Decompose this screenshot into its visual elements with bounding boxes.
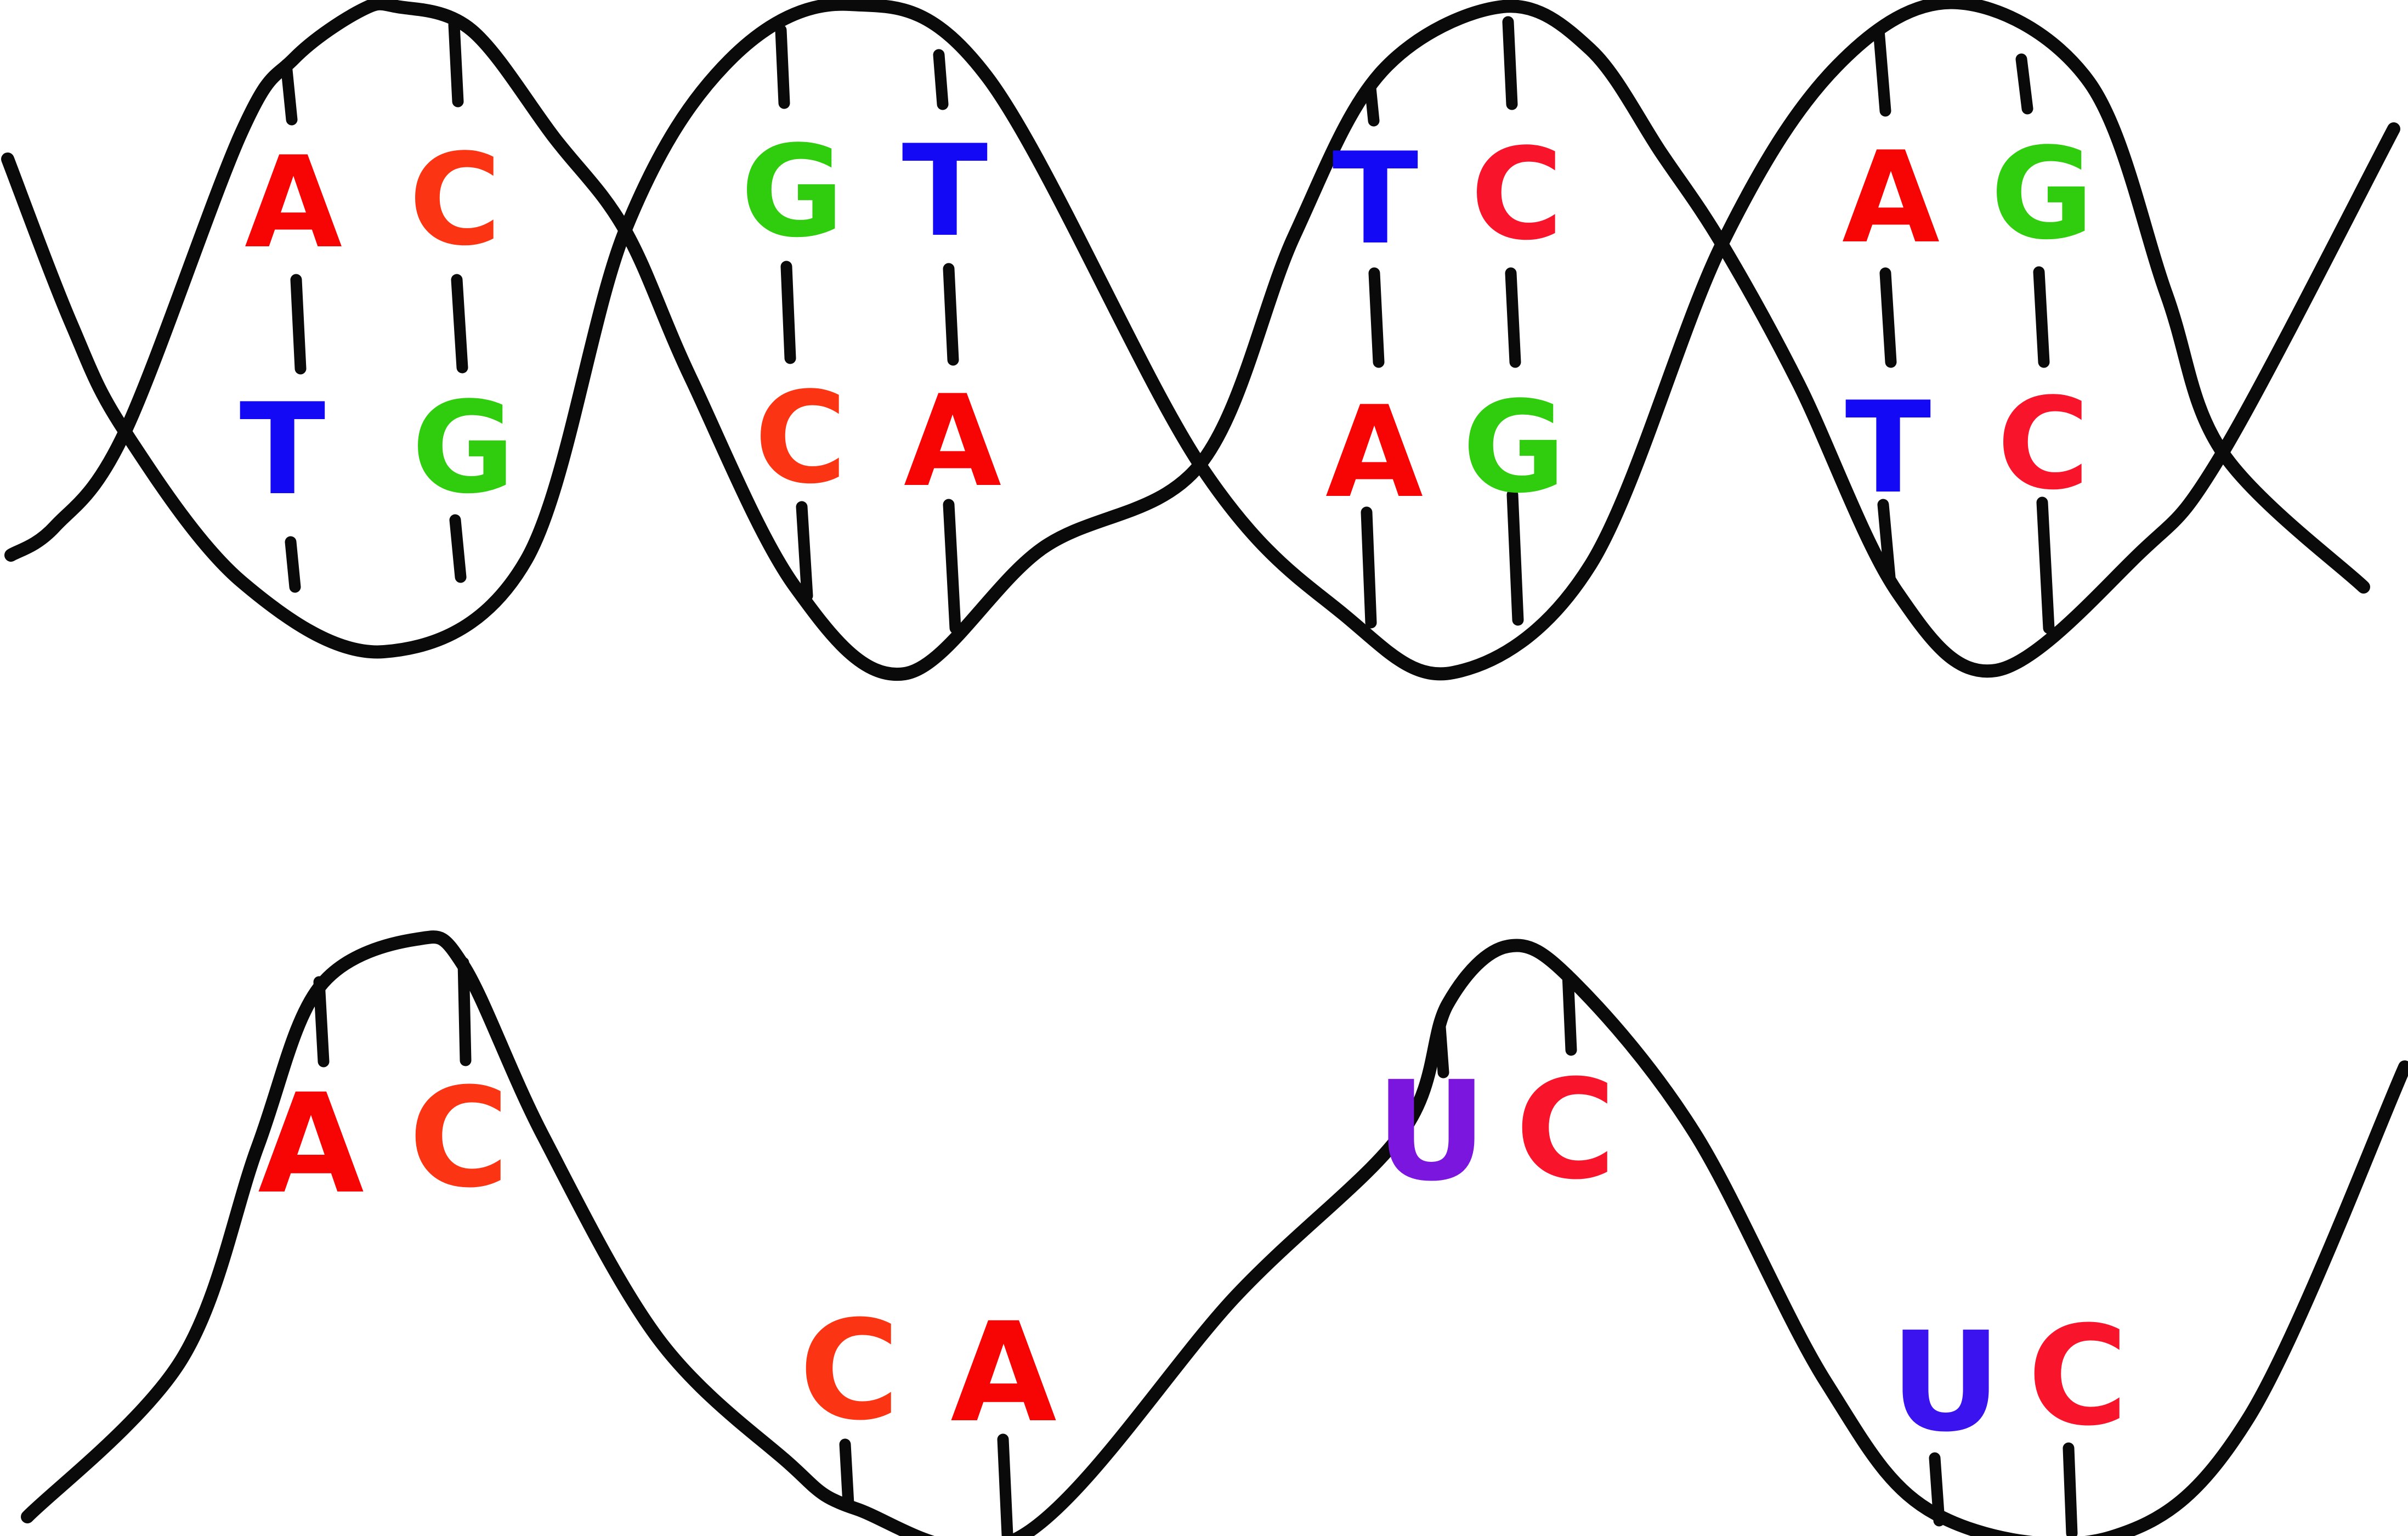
dna-sugar-tick-bottom xyxy=(943,499,961,634)
dna-hydrogen-bond-tick xyxy=(780,261,796,364)
dna-hydrogen-bond-tick xyxy=(943,263,959,366)
dna-base-top-2: C xyxy=(409,127,502,274)
dna-sugar-tick-top xyxy=(448,19,464,108)
dna-backbone-strand-1 xyxy=(4,0,2400,681)
dna-base-top-6: C xyxy=(1471,122,1563,268)
dna-base-bottom-1: T xyxy=(240,377,326,523)
dna-sugar-tick-bottom xyxy=(285,536,301,593)
dna-sugar-tick-bottom xyxy=(449,514,467,583)
dna-sugar-tick-top xyxy=(1502,16,1518,110)
rna-sugar-tick xyxy=(997,1433,1013,1536)
rna-sugar-tick xyxy=(313,976,330,1068)
dna-base-bottom-5: A xyxy=(1325,380,1423,526)
dna-sugar-tick-top xyxy=(1873,24,1891,117)
rna-sugar-tick xyxy=(457,957,472,1066)
dna-base-top-8: G xyxy=(1991,121,2094,268)
rna-base-4: A xyxy=(950,1293,1056,1453)
rna-base-8: C xyxy=(2027,1296,2128,1456)
dna-base-top-5: T xyxy=(1333,126,1419,273)
dna-base-bottom-2: G xyxy=(412,375,515,522)
dna-sugar-tick-top xyxy=(2015,53,2033,115)
dna-base-bottom-4: A xyxy=(904,369,1001,515)
dna-sugar-tick-top xyxy=(280,59,298,126)
rna-base-7: U xyxy=(1890,1302,2001,1462)
rna-sugar-tick xyxy=(1434,1021,1449,1078)
rna-sugar-tick xyxy=(839,1438,854,1510)
rna-base-3: C xyxy=(799,1291,899,1450)
rna-sugar-tick xyxy=(2063,1442,2078,1536)
dna-base-top-4: T xyxy=(902,118,988,265)
dna-base-bottom-7: T xyxy=(1845,375,1931,522)
dna-sugar-tick-bottom xyxy=(1506,489,1524,626)
dna-sugar-tick-bottom xyxy=(1361,506,1377,629)
rna-base-5: U xyxy=(1375,1052,1487,1211)
dna-sugar-tick-top xyxy=(933,49,949,110)
dna-backbone-strand-2 xyxy=(1,0,2370,681)
dna-sugar-tick-bottom xyxy=(1877,499,1896,583)
dna-base-top-1: A xyxy=(245,130,342,276)
rna-sugar-tick xyxy=(1562,969,1577,1056)
dna-sugar-tick-top xyxy=(1364,82,1380,127)
dna-hydrogen-bond-tick xyxy=(1368,267,1385,368)
dna-base-bottom-8: C xyxy=(1997,371,2090,518)
dna-hydrogen-bond-tick xyxy=(2033,266,2050,368)
dna-hydrogen-bond-tick xyxy=(290,274,307,375)
dna-hydrogen-bond-tick xyxy=(1879,267,1897,368)
rna-sugar-tick xyxy=(1929,1452,1945,1527)
dna-base-top-7: A xyxy=(1842,125,1940,272)
dna-sugar-tick-top xyxy=(775,24,790,109)
dna-base-bottom-3: C xyxy=(755,365,847,512)
dna-hydrogen-bond-tick xyxy=(1505,267,1521,368)
rna-base-6: C xyxy=(1515,1050,1616,1210)
dna-sugar-tick-bottom xyxy=(2036,496,2055,634)
dna-hydrogen-bond-tick xyxy=(451,274,468,374)
rna-base-1: A xyxy=(258,1064,364,1224)
dna-base-bottom-6: G xyxy=(1463,375,1566,521)
dna-sugar-tick-bottom xyxy=(796,501,813,602)
dna-base-top-3: G xyxy=(741,119,845,266)
rna-base-2: C xyxy=(409,1058,509,1218)
